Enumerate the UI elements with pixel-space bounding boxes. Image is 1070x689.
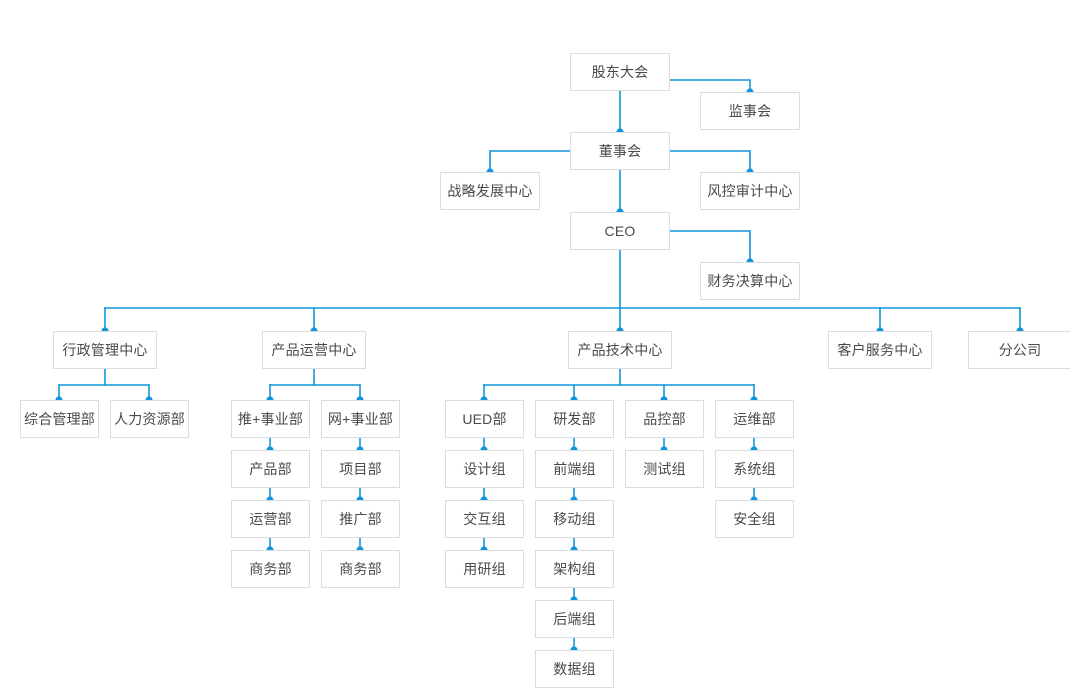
org-node-label-ceo: CEO [604, 222, 636, 239]
org-node-custservice[interactable]: 客户服务中心 [828, 331, 932, 369]
org-node-label-general: 综合管理部 [24, 410, 95, 427]
org-node-promotion[interactable]: 推广部 [321, 500, 400, 538]
org-node-business2[interactable]: 商务部 [321, 550, 400, 588]
org-node-testing[interactable]: 测试组 [625, 450, 704, 488]
org-node-prodtech[interactable]: 产品技术中心 [568, 331, 672, 369]
org-node-devops[interactable]: 运维部 [715, 400, 794, 438]
org-node-label-mobile: 移动组 [553, 510, 596, 527]
org-node-label-system: 系统组 [733, 460, 776, 477]
org-node-label-architecture: 架构组 [553, 560, 596, 577]
org-node-security[interactable]: 安全组 [715, 500, 794, 538]
org-node-product[interactable]: 产品部 [231, 450, 310, 488]
org-node-label-security: 安全组 [733, 510, 776, 527]
org-node-label-rd: 研发部 [553, 410, 596, 427]
org-node-riskaudit[interactable]: 风控审计中心 [700, 172, 800, 210]
org-node-ceo[interactable]: CEO [570, 212, 670, 250]
org-node-label-interaction: 交互组 [463, 510, 506, 527]
org-node-prodops[interactable]: 产品运营中心 [262, 331, 366, 369]
org-node-admin[interactable]: 行政管理中心 [53, 331, 157, 369]
org-node-label-devops: 运维部 [733, 410, 776, 427]
org-node-supervisors[interactable]: 监事会 [700, 92, 800, 130]
org-node-label-supervisors: 监事会 [728, 102, 772, 119]
org-node-shareholders[interactable]: 股东大会 [570, 53, 670, 91]
org-node-label-strategy: 战略发展中心 [447, 182, 533, 199]
org-node-branch[interactable]: 分公司 [968, 331, 1070, 369]
org-node-label-branch: 分公司 [998, 341, 1042, 358]
org-node-wangplus[interactable]: 网+事业部 [321, 400, 400, 438]
org-node-userresearch[interactable]: 用研组 [445, 550, 524, 588]
org-node-datateam[interactable]: 数据组 [535, 650, 614, 688]
org-node-ued[interactable]: UED部 [445, 400, 524, 438]
org-node-label-admin: 行政管理中心 [62, 341, 148, 358]
org-node-board[interactable]: 董事会 [570, 132, 670, 170]
org-node-system[interactable]: 系统组 [715, 450, 794, 488]
org-node-design[interactable]: 设计组 [445, 450, 524, 488]
org-node-label-backend: 后端组 [553, 610, 596, 627]
org-node-business1[interactable]: 商务部 [231, 550, 310, 588]
org-node-label-board: 董事会 [598, 142, 642, 159]
org-node-label-project: 项目部 [339, 460, 382, 477]
org-node-finance[interactable]: 财务决算中心 [700, 262, 800, 300]
org-node-label-ued: UED部 [462, 410, 507, 427]
org-node-label-riskaudit: 风控审计中心 [707, 182, 793, 199]
org-node-label-custservice: 客户服务中心 [837, 341, 923, 358]
org-node-tuiplus[interactable]: 推+事业部 [231, 400, 310, 438]
org-node-interaction[interactable]: 交互组 [445, 500, 524, 538]
org-node-label-qa: 品控部 [643, 410, 686, 427]
org-node-qa[interactable]: 品控部 [625, 400, 704, 438]
org-node-mobile[interactable]: 移动组 [535, 500, 614, 538]
org-node-rd[interactable]: 研发部 [535, 400, 614, 438]
org-node-label-wangplus: 网+事业部 [327, 410, 394, 427]
org-node-label-prodops: 产品运营中心 [271, 341, 357, 358]
org-node-label-prodtech: 产品技术中心 [577, 341, 663, 358]
org-node-label-business1: 商务部 [249, 560, 292, 577]
org-node-backend[interactable]: 后端组 [535, 600, 614, 638]
org-node-label-testing: 测试组 [643, 460, 686, 477]
org-node-label-tuiplus: 推+事业部 [237, 410, 304, 427]
org-node-hr[interactable]: 人力资源部 [110, 400, 189, 438]
org-node-label-business2: 商务部 [339, 560, 382, 577]
org-node-architecture[interactable]: 架构组 [535, 550, 614, 588]
org-node-label-datateam: 数据组 [553, 660, 596, 677]
org-node-strategy[interactable]: 战略发展中心 [440, 172, 540, 210]
org-node-label-shareholders: 股东大会 [591, 63, 649, 80]
org-node-frontend[interactable]: 前端组 [535, 450, 614, 488]
org-node-label-product: 产品部 [249, 460, 292, 477]
org-node-label-hr: 人力资源部 [114, 410, 185, 427]
org-node-label-frontend: 前端组 [553, 460, 596, 477]
org-node-label-design: 设计组 [463, 460, 506, 477]
org-node-general[interactable]: 综合管理部 [20, 400, 99, 438]
org-node-label-promotion: 推广部 [339, 510, 382, 527]
org-node-project[interactable]: 项目部 [321, 450, 400, 488]
org-node-label-finance: 财务决算中心 [707, 272, 793, 289]
org-node-operation[interactable]: 运营部 [231, 500, 310, 538]
org-node-label-operation: 运营部 [249, 510, 292, 527]
org-node-label-userresearch: 用研组 [463, 560, 506, 577]
